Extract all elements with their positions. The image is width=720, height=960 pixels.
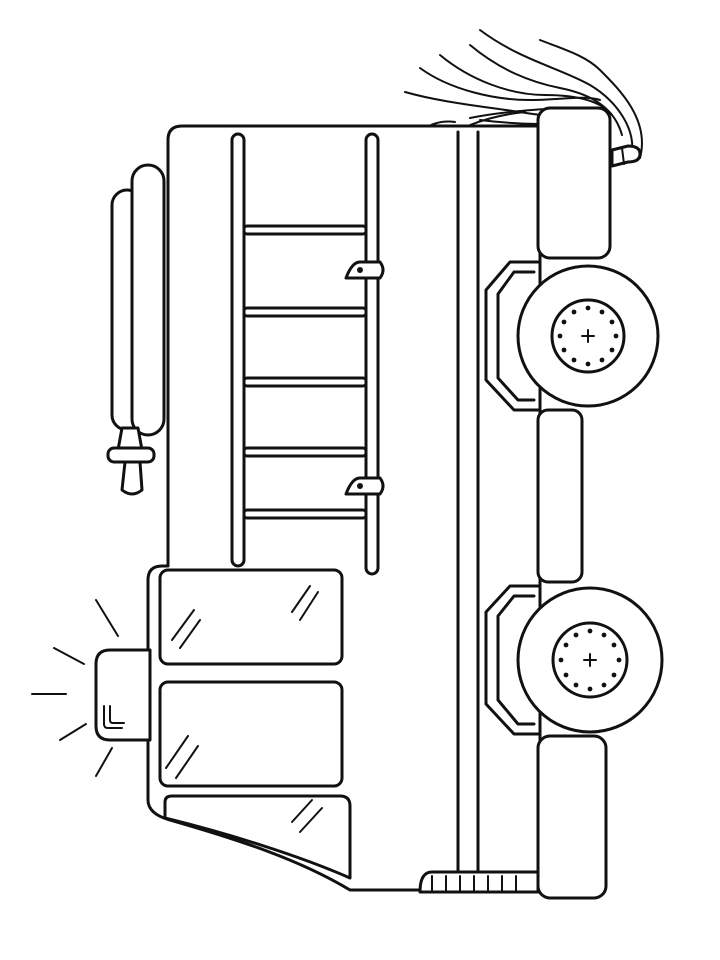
roof-tanks (110, 163, 166, 437)
rear-wheel (484, 260, 660, 412)
rear-wheel-bolts (557, 305, 619, 367)
cab-windows (158, 568, 352, 880)
front-grille (418, 870, 540, 894)
front-wheel-bolts (558, 628, 622, 692)
front-wheel (484, 584, 664, 736)
exhaust-pipe (610, 144, 642, 168)
hose-nozzle (106, 426, 156, 496)
siren-light (31, 599, 152, 777)
chassis-blocks (536, 106, 612, 900)
ladder (230, 132, 385, 576)
